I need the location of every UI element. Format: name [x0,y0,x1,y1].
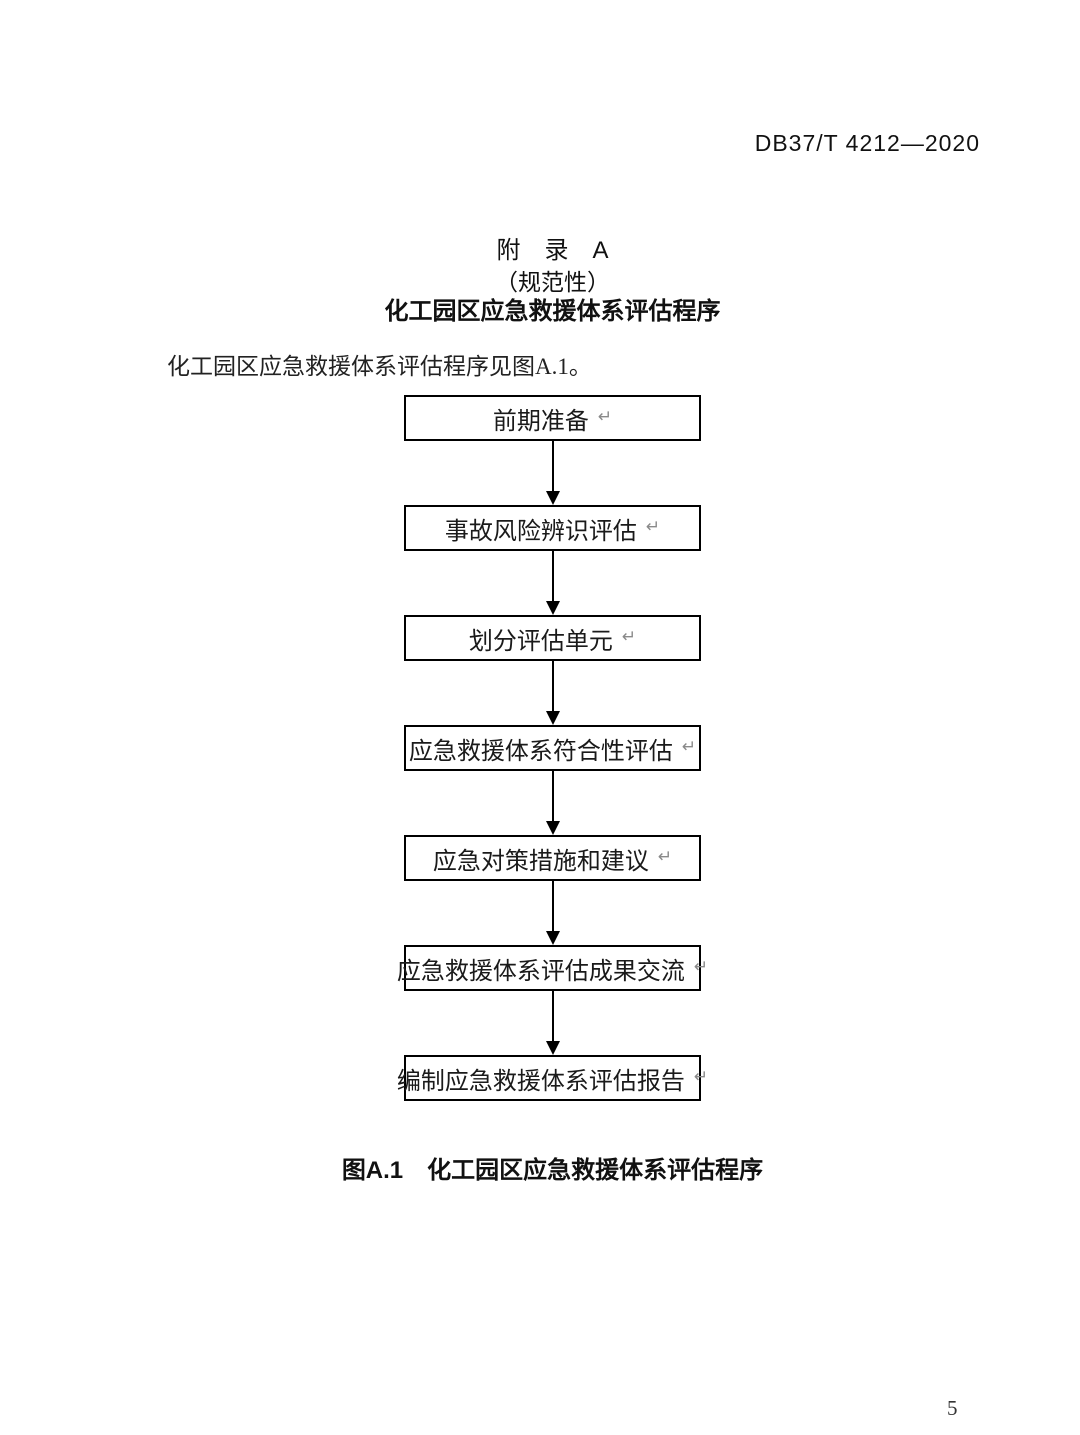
arrow-shaft [551,551,554,601]
flow-arrow-down [545,441,560,505]
flow-step-box: 事故风险辨识评估 ↵ [404,505,701,551]
arrow-shaft [551,991,554,1041]
flow-step-box: 前期准备 ↵ [404,395,701,441]
flow-step-label: 划分评估单元 [468,628,613,655]
evaluation-procedure-flowchart: 前期准备 ↵ 事故风险辨识评估 ↵ 划分评估单元 ↵ 应急救援体系符合性评估 ↵ [397,395,708,1101]
paragraph-return-icon: ↵ [657,847,673,867]
page-number: 5 [947,1396,958,1420]
flow-step-label: 应急对策措施和建议 [432,848,649,875]
arrow-head-icon [545,821,560,835]
standard-doc-code: DB37/T 4212—2020 [754,130,980,156]
flow-step-label: 应急救援体系符合性评估 [408,738,673,765]
paragraph-return-icon: ↵ [693,957,709,977]
figure-caption: 图A.1 化工园区应急救援体系评估程序 [341,1157,764,1184]
arrow-head-icon [545,1041,560,1055]
arrow-shaft [551,881,554,931]
flow-arrow-down [545,881,560,945]
paragraph-return-icon: ↵ [597,407,613,427]
appendix-normative-label: （规范性） [495,269,610,295]
arrow-head-icon [545,601,560,615]
flow-step-label: 前期准备 [492,408,589,435]
arrow-shaft [551,661,554,711]
flow-arrow-down [545,771,560,835]
flow-arrow-down [545,661,560,725]
paragraph-return-icon: ↵ [681,737,697,757]
flow-step-box: 应急救援体系符合性评估 ↵ [404,725,701,771]
flow-step-label: 事故风险辨识评估 [444,518,637,545]
intro-paragraph: 化工园区应急救援体系评估程序见图A.1。 [167,354,592,379]
arrow-head-icon [545,711,560,725]
arrow-head-icon [545,931,560,945]
paragraph-return-icon: ↵ [645,517,661,537]
flow-arrow-down [545,991,560,1055]
flow-step-box: 编制应急救援体系评估报告 ↵ [397,1055,708,1101]
flow-step-box: 划分评估单元 ↵ [404,615,701,661]
arrow-shaft [551,771,554,821]
flow-step-box: 应急救援体系评估成果交流 ↵ [397,945,708,991]
flow-step-box: 应急对策措施和建议 ↵ [404,835,701,881]
flow-arrow-down [545,551,560,615]
appendix-heading: 附 录 A [496,237,609,264]
paragraph-return-icon: ↵ [693,1067,709,1087]
appendix-subtitle: 化工园区应急救援体系评估程序 [384,298,721,325]
arrow-head-icon [545,491,560,505]
paragraph-return-icon: ↵ [621,627,637,647]
appendix-title-block: 附 录 A （规范性） 化工园区应急救援体系评估程序 [25,236,1080,327]
arrow-shaft [551,441,554,491]
flow-step-label: 编制应急救援体系评估报告 [396,1068,685,1095]
flow-step-label: 应急救援体系评估成果交流 [396,958,685,985]
